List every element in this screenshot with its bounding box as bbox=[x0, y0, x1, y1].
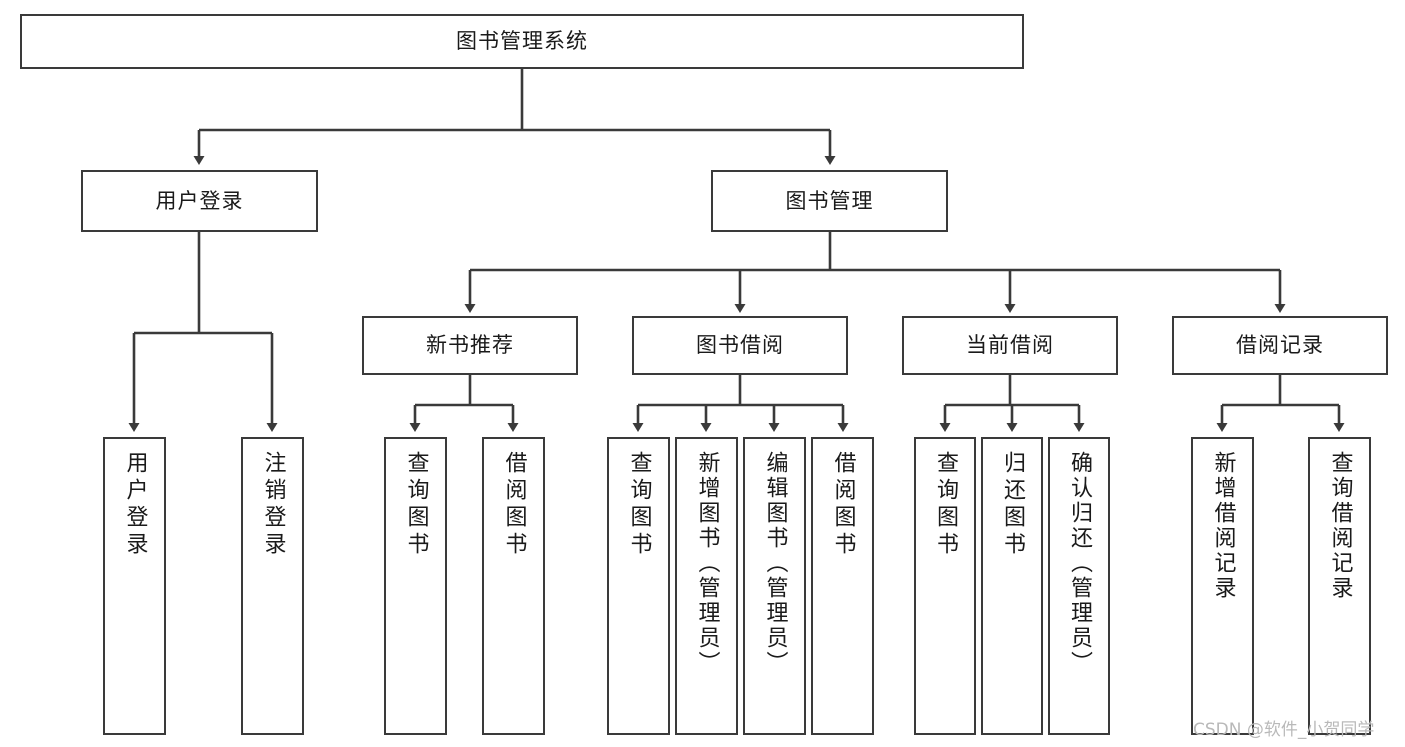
leaf-recommend-query-book[interactable]: 查询图书 bbox=[384, 437, 447, 735]
node-label: 查询图书 bbox=[403, 451, 429, 559]
node-current-borrow[interactable]: 当前借阅 bbox=[902, 316, 1118, 375]
leaf-borrow-borrow-book[interactable]: 借阅图书 bbox=[811, 437, 874, 735]
node-label: 注销登录 bbox=[260, 451, 286, 559]
node-label: 用户登录 bbox=[122, 451, 148, 559]
node-root-system[interactable]: 图书管理系统 bbox=[20, 14, 1024, 69]
node-label: 借阅记录 bbox=[1236, 333, 1324, 358]
node-label: 借阅图书 bbox=[501, 451, 527, 559]
node-user-login[interactable]: 用户登录 bbox=[81, 170, 318, 232]
node-label: 图书管理 bbox=[785, 188, 874, 213]
leaf-user-login-signin[interactable]: 用户登录 bbox=[103, 437, 166, 735]
node-label: 图书借阅 bbox=[696, 333, 784, 358]
node-label: 图书管理系统 bbox=[456, 29, 588, 54]
leaf-borrow-edit-book-admin[interactable]: 编辑图书（管理员） bbox=[743, 437, 806, 735]
leaf-current-query-book[interactable]: 查询图书 bbox=[914, 437, 976, 735]
leaf-current-confirm-return-admin[interactable]: 确认归还（管理员） bbox=[1048, 437, 1110, 735]
node-book-borrow[interactable]: 图书借阅 bbox=[632, 316, 848, 375]
leaf-current-return-book[interactable]: 归还图书 bbox=[981, 437, 1043, 735]
leaf-recommend-borrow-book[interactable]: 借阅图书 bbox=[482, 437, 545, 735]
leaf-borrow-add-book-admin[interactable]: 新增图书（管理员） bbox=[675, 437, 738, 735]
node-label: 借阅图书 bbox=[830, 451, 856, 559]
node-label: 新增图书（管理员） bbox=[694, 451, 720, 676]
node-label: 查询借阅记录 bbox=[1327, 451, 1353, 601]
node-label: 确认归还（管理员） bbox=[1067, 451, 1092, 676]
node-book-management[interactable]: 图书管理 bbox=[711, 170, 948, 232]
node-borrow-record[interactable]: 借阅记录 bbox=[1172, 316, 1388, 375]
node-label: 编辑图书（管理员） bbox=[762, 451, 788, 676]
node-label: 用户登录 bbox=[155, 188, 244, 213]
leaf-record-query-record[interactable]: 查询借阅记录 bbox=[1308, 437, 1371, 735]
node-label: 查询图书 bbox=[626, 451, 652, 559]
node-label: 新增借阅记录 bbox=[1210, 451, 1236, 601]
leaf-user-login-signout[interactable]: 注销登录 bbox=[241, 437, 304, 735]
leaf-borrow-query-book[interactable]: 查询图书 bbox=[607, 437, 670, 735]
node-label: 查询图书 bbox=[933, 451, 958, 559]
csdn-watermark: CSDN @软件_小贺同学 bbox=[1193, 720, 1375, 740]
node-new-book-recommend[interactable]: 新书推荐 bbox=[362, 316, 578, 375]
node-label: 当前借阅 bbox=[966, 333, 1054, 358]
node-label: 归还图书 bbox=[1000, 451, 1025, 559]
node-label: 新书推荐 bbox=[426, 333, 514, 358]
leaf-record-add-record[interactable]: 新增借阅记录 bbox=[1191, 437, 1254, 735]
